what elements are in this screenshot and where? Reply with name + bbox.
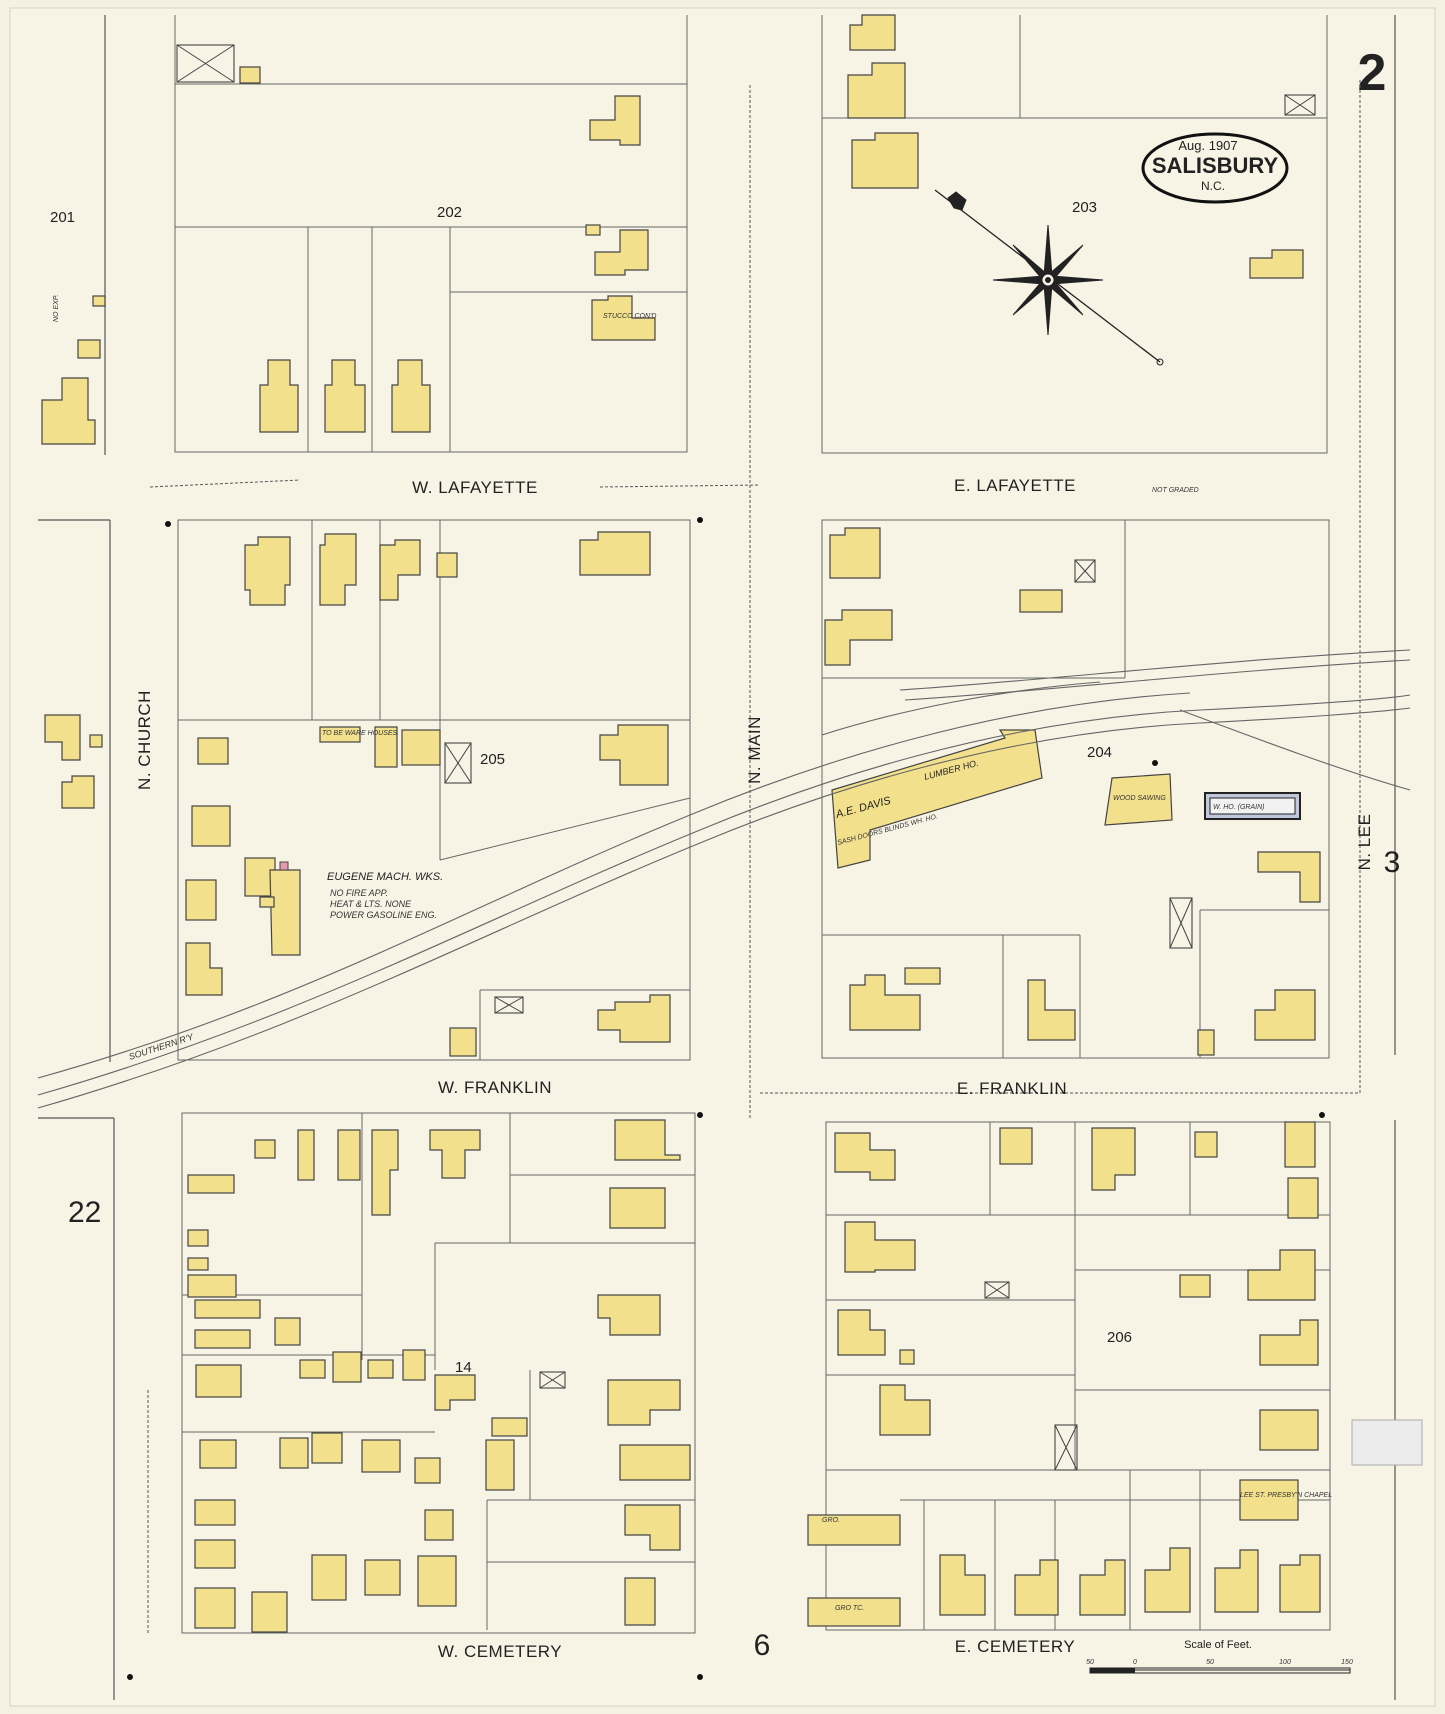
block-number-201: 201 <box>50 209 75 226</box>
block-number-205: 205 <box>480 751 505 768</box>
label-eugene-mach-wks: EUGENE MACH. WKS. <box>327 871 443 883</box>
adjoining-sheet-22: 22 <box>68 1196 101 1229</box>
street-e-cemetery: E. CEMETERY <box>955 1637 1075 1656</box>
seal-city: SALISBURY <box>1152 153 1279 178</box>
west-strip-buildings <box>44 714 103 809</box>
label-eugene-note-3: POWER GASOLINE ENG. <box>330 910 437 920</box>
label-eugene-note-2: HEAT & LTS. NONE <box>330 899 412 909</box>
scale-tick-5: 150 <box>1341 1659 1353 1666</box>
block-206 <box>807 1121 1331 1631</box>
street-n-lee: N. LEE <box>1355 814 1374 871</box>
street-n-main: N. MAIN <box>745 716 764 784</box>
label-no-exp: NO EXP. <box>53 294 60 322</box>
block-202 <box>174 15 688 453</box>
north-arrow-icon <box>934 189 1164 366</box>
sheet-number: 2 <box>1358 44 1387 102</box>
hydrant-markers <box>127 517 1325 1680</box>
block-201 <box>41 295 106 445</box>
scale-bar: Scale of Feet. 50 0 50 100 150 <box>1086 1639 1353 1674</box>
seal-date: Aug. 1907 <box>1178 138 1237 153</box>
block-14 <box>181 1112 696 1634</box>
street-e-franklin: E. FRANKLIN <box>957 1079 1067 1098</box>
scale-label: Scale of Feet. <box>1184 1639 1252 1651</box>
label-gro-tc: GRO TC. <box>835 1605 864 1612</box>
block-number-206: 206 <box>1107 1329 1132 1346</box>
street-lines <box>38 15 1396 1700</box>
street-e-lafayette: E. LAFAYETTE <box>954 476 1076 495</box>
label-chapel: LEE ST. PRESBY'N CHAPEL <box>1240 1492 1332 1499</box>
library-stamp <box>1351 1419 1423 1466</box>
scale-tick-1: 50 <box>1086 1659 1094 1666</box>
street-w-cemetery: W. CEMETERY <box>438 1642 562 1661</box>
adjoining-sheet-3: 3 <box>1384 846 1401 879</box>
scale-tick-3: 50 <box>1206 1659 1214 1666</box>
block-205 <box>177 519 691 1061</box>
label-not-graded: NOT GRADED <box>1152 487 1199 494</box>
block-number-202: 202 <box>437 204 462 221</box>
block-number-14: 14 <box>455 1359 472 1376</box>
railroad-tracks <box>37 649 1411 1109</box>
street-w-lafayette: W. LAFAYETTE <box>412 478 538 497</box>
title-seal: Aug. 1907 SALISBURY N.C. <box>1141 132 1289 204</box>
scale-tick-4: 100 <box>1279 1659 1291 1666</box>
label-wood-sawing: WOOD SAWING <box>1113 795 1166 802</box>
adjoining-sheet-6: 6 <box>754 1629 771 1662</box>
scale-tick-2: 0 <box>1133 1659 1137 1666</box>
block-number-203: 203 <box>1072 199 1097 216</box>
street-n-church: N. CHURCH <box>135 690 154 790</box>
block-number-204: 204 <box>1087 744 1112 761</box>
label-stucco: STUCCO CON'D <box>603 313 656 320</box>
label-eugene-note-1: NO FIRE APP. <box>330 888 388 898</box>
label-gro: GRO. <box>822 1517 840 1524</box>
label-to-be-warehouses: TO BE WARE HOUSES <box>322 730 398 737</box>
block-204 <box>821 519 1330 1059</box>
block-203 <box>821 14 1328 454</box>
seal-state: N.C. <box>1201 179 1225 193</box>
water-pipes <box>147 80 1361 1635</box>
street-w-franklin: W. FRANKLIN <box>438 1078 552 1097</box>
label-wh-grain: W. HO. (GRAIN) <box>1213 804 1264 811</box>
